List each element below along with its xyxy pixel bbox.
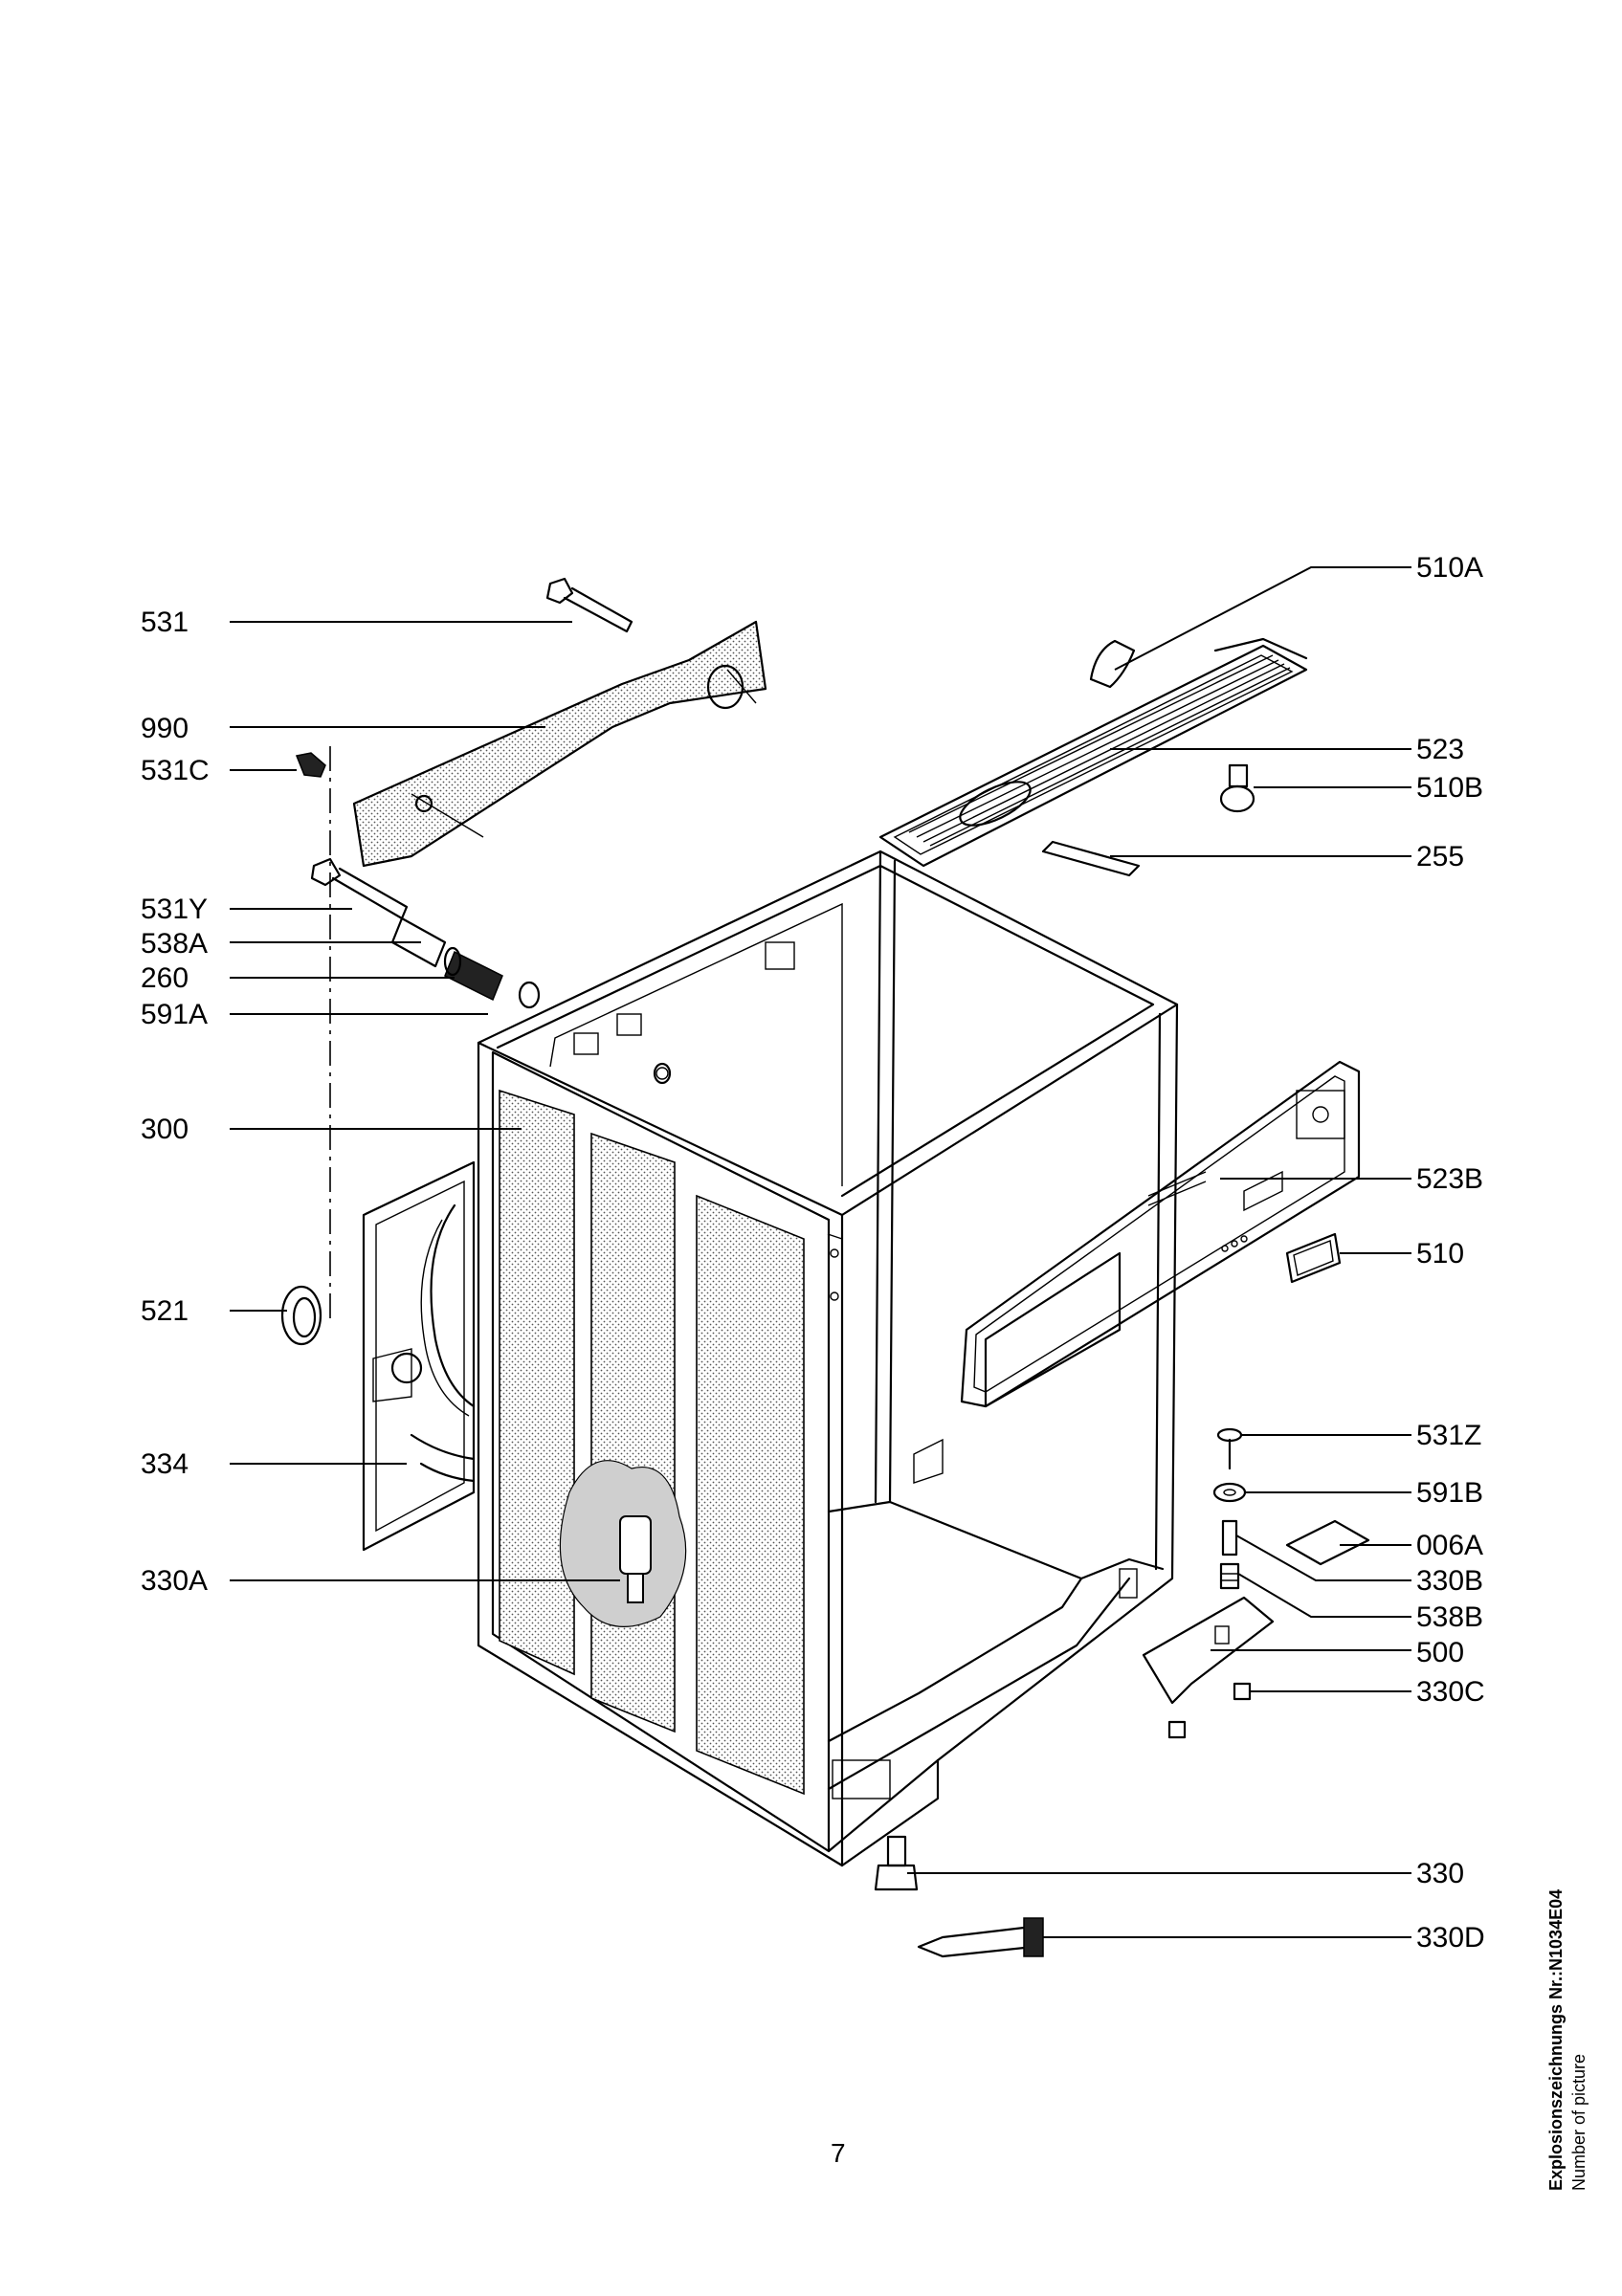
label-521: 521 xyxy=(141,1295,189,1327)
screw-531 xyxy=(545,577,633,633)
drawing-number-caption: Explosionszeichnungs Nr.:N1034E04 Number… xyxy=(1546,1889,1589,2191)
rear-panel xyxy=(329,746,476,1552)
ring-591A xyxy=(518,981,672,1085)
plate-006A xyxy=(1285,1519,1370,1566)
bolt-531Y xyxy=(310,857,409,920)
label-330: 330 xyxy=(1416,1858,1464,1889)
label-006A: 006A xyxy=(1416,1530,1483,1561)
page-number: 7 xyxy=(831,2138,846,2168)
label-334: 334 xyxy=(141,1448,189,1480)
label-510: 510 xyxy=(1416,1238,1464,1269)
label-260: 260 xyxy=(141,962,189,994)
label-510B: 510B xyxy=(1416,772,1483,804)
label-538A: 538A xyxy=(141,928,208,960)
leader-lines xyxy=(230,566,1411,1938)
drawing-number: Explosionszeichnungs Nr.:N1034E04 xyxy=(1546,1889,1566,2191)
crossbar xyxy=(352,620,767,868)
label-591A: 591A xyxy=(141,999,208,1030)
label-990: 990 xyxy=(141,713,189,744)
rod-255 xyxy=(1041,840,1141,877)
label-510A: 510A xyxy=(1416,552,1483,584)
screw-531C xyxy=(295,752,326,778)
part-labels: 531 990 531C 531Y 538A 260 591A 300 521 … xyxy=(141,552,1485,1954)
wrench-330D xyxy=(917,1917,1044,1958)
frame-510 xyxy=(1285,1232,1342,1284)
absorber-330A xyxy=(559,1460,687,1627)
label-523B: 523B xyxy=(1416,1163,1483,1195)
label-330B: 330B xyxy=(1416,1565,1483,1597)
washer-591B xyxy=(1212,1482,1247,1503)
label-531C: 531C xyxy=(141,755,210,786)
screw-531Z xyxy=(1216,1427,1243,1470)
base-plate-500 xyxy=(1142,1596,1275,1705)
seal-521 xyxy=(280,1285,322,1346)
label-255: 255 xyxy=(1416,841,1464,872)
spring-538B xyxy=(1219,1562,1240,1590)
pin-330B xyxy=(1221,1519,1238,1556)
label-538B: 538B xyxy=(1416,1601,1483,1633)
label-531Z: 531Z xyxy=(1416,1420,1481,1451)
cabinet-body xyxy=(477,850,1179,1867)
label-531Y: 531Y xyxy=(141,894,208,925)
drawing-number-subtitle: Number of picture xyxy=(1569,2054,1589,2191)
control-panel xyxy=(960,1060,1361,1408)
sleeve-538A xyxy=(390,916,447,968)
label-591B: 591B xyxy=(1416,1477,1483,1509)
top-cover xyxy=(878,637,1308,868)
spring-260 xyxy=(443,946,503,1002)
label-330C: 330C xyxy=(1416,1676,1485,1708)
foot-330 xyxy=(874,1835,919,1891)
label-523: 523 xyxy=(1416,734,1464,765)
label-330A: 330A xyxy=(141,1565,208,1597)
cube-330C xyxy=(1167,1682,1252,1739)
label-500: 500 xyxy=(1416,1637,1464,1668)
label-330D: 330D xyxy=(1416,1922,1485,1954)
clamp-510B xyxy=(1219,763,1255,813)
clip-510A xyxy=(1089,639,1136,689)
label-300: 300 xyxy=(141,1114,189,1145)
label-531: 531 xyxy=(141,607,189,638)
